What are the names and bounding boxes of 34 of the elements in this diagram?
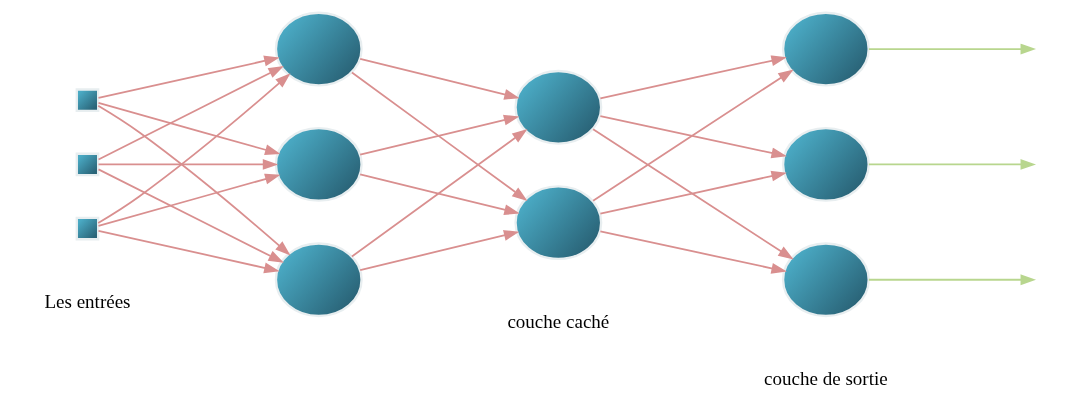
arrow bbox=[97, 66, 284, 161]
node-box bbox=[75, 216, 99, 241]
node-box bbox=[75, 88, 99, 113]
label: Les entrées bbox=[43, 291, 131, 313]
node-circle bbox=[781, 11, 870, 87]
arrow bbox=[96, 104, 290, 256]
arrow bbox=[591, 69, 794, 202]
arrow bbox=[867, 158, 1036, 170]
node-box bbox=[75, 152, 99, 177]
arrow bbox=[97, 55, 280, 99]
label: couche caché bbox=[506, 311, 609, 333]
arrow bbox=[97, 173, 280, 227]
arrow bbox=[599, 170, 787, 215]
arrow bbox=[591, 128, 794, 260]
arrow bbox=[867, 43, 1036, 55]
arrow bbox=[867, 274, 1036, 286]
arrow bbox=[97, 158, 278, 170]
arrow bbox=[96, 73, 290, 224]
arrow bbox=[599, 55, 787, 100]
node-circle bbox=[781, 126, 870, 202]
arrow bbox=[358, 173, 520, 216]
arrow bbox=[350, 71, 527, 201]
arrow bbox=[599, 115, 787, 159]
arrow bbox=[358, 58, 520, 100]
arrow bbox=[599, 230, 787, 274]
arrow bbox=[358, 114, 519, 156]
node-circle bbox=[781, 242, 870, 318]
arrow bbox=[97, 102, 280, 156]
arrow bbox=[97, 168, 284, 263]
arrow bbox=[358, 230, 519, 271]
node-circle bbox=[274, 126, 363, 202]
arrow bbox=[97, 229, 280, 274]
label: couche de sortie bbox=[763, 368, 888, 390]
arrow bbox=[350, 128, 527, 258]
